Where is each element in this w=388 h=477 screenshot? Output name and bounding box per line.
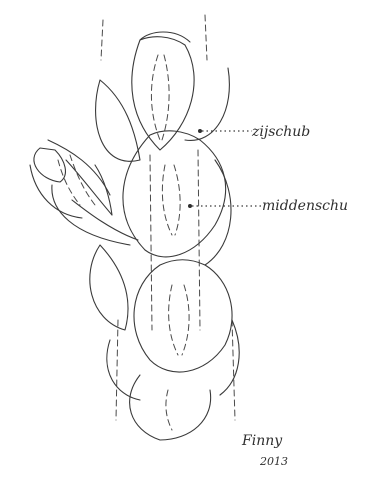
label-middenschub: middenschu [262, 198, 348, 214]
bottom-scale [107, 320, 239, 440]
top-scale [132, 32, 194, 150]
lower-left-scale [90, 245, 128, 330]
signature-year: 2013 [259, 455, 288, 468]
right-side-scale-upper [185, 68, 229, 140]
signature-name: Finny [241, 433, 283, 449]
lower-scale [134, 260, 232, 372]
right-side-scale-middle [205, 160, 231, 265]
left-bracts [30, 140, 138, 245]
middle-scale [123, 131, 226, 257]
label-zijschub: zijschub [251, 124, 310, 140]
left-side-scale-upper [96, 80, 140, 161]
